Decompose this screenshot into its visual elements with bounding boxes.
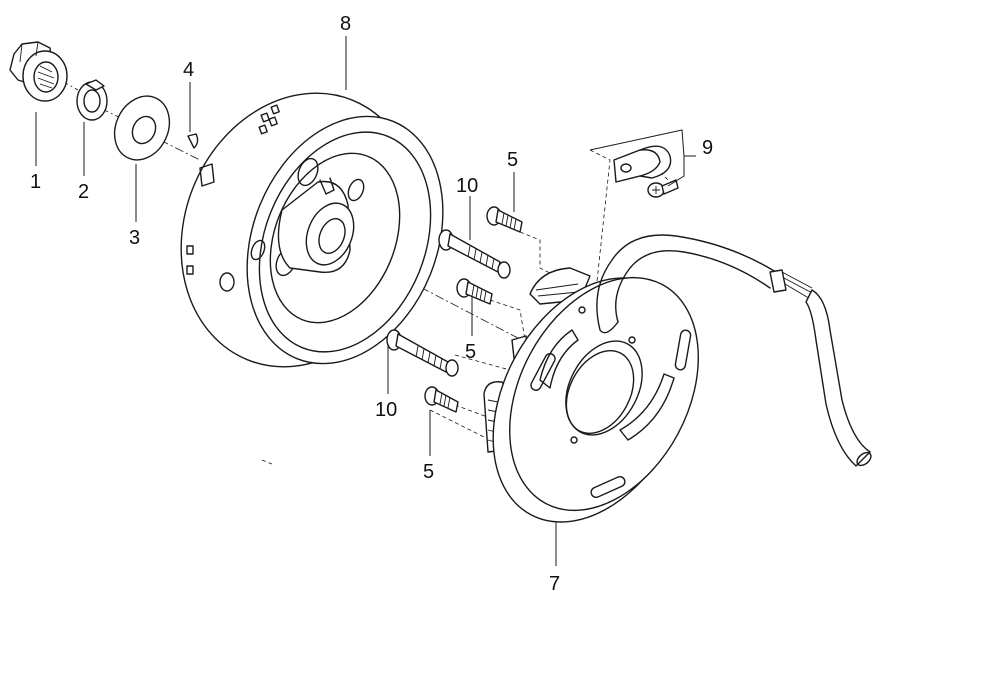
nut-icon [9, 41, 68, 102]
callout-2: 2 [78, 181, 89, 203]
flat-washer-icon [113, 95, 171, 161]
wiring-harness-icon [596, 234, 872, 467]
callout-10-top: 10 [456, 175, 478, 197]
callout-labels: 1 2 3 4 5 5 5 7 8 9 10 10 [30, 13, 713, 595]
callout-5-bottom: 5 [423, 461, 434, 483]
callout-8: 8 [340, 13, 351, 35]
cable-clamp-icon [613, 145, 679, 198]
callout-1: 1 [30, 171, 41, 193]
callout-9: 9 [702, 137, 713, 159]
stator-plate-icon [483, 267, 699, 523]
lock-washer-icon [76, 79, 108, 121]
callout-4: 4 [183, 59, 194, 81]
leader-lines [35, 36, 696, 566]
callout-5-middle: 5 [465, 341, 476, 363]
flywheel-rotor-icon [180, 92, 444, 368]
callout-10-bottom: 10 [375, 399, 397, 421]
callout-5-top: 5 [507, 149, 518, 171]
callout-3: 3 [129, 227, 140, 249]
screw-icon [424, 206, 523, 413]
callout-7: 7 [549, 573, 560, 595]
woodruff-key-icon [187, 133, 199, 149]
bolt-icon [386, 229, 511, 377]
